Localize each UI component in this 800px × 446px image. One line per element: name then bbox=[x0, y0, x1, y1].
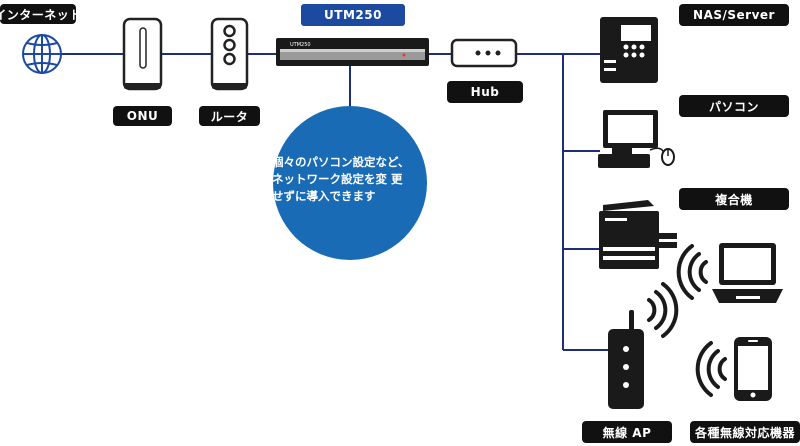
bubble-text-line-3: せずに導入できます bbox=[272, 189, 376, 203]
smartphone-icon bbox=[734, 337, 772, 401]
mfp-label: 複合機 bbox=[679, 188, 789, 210]
onu-device-icon bbox=[122, 17, 163, 91]
bubble-text-line-2: ネットワーク設定を変 更 bbox=[272, 172, 403, 186]
pc-label: パソコン bbox=[679, 95, 789, 117]
info-bubble bbox=[273, 106, 427, 260]
nas-server-label: NAS/Server bbox=[679, 4, 789, 26]
wireless-ap-label: 無線 AP bbox=[582, 421, 672, 443]
globe-icon bbox=[22, 34, 62, 74]
nas-server-icon bbox=[600, 17, 658, 83]
bubble-text-line-1: 個々のパソコン設定など、 bbox=[272, 155, 410, 169]
wireless-devices-label: 各種無線対応機器 bbox=[690, 421, 800, 443]
router-device-icon bbox=[210, 17, 249, 91]
utm-front-text: UTM250 bbox=[290, 42, 311, 48]
desktop-pc-icon bbox=[598, 110, 675, 168]
laptop-wifi-signal-icon bbox=[676, 244, 708, 300]
internet-label: インターネット bbox=[0, 4, 81, 24]
multifunction-printer-icon bbox=[599, 200, 677, 269]
wireless-access-point-icon bbox=[608, 310, 644, 409]
laptop-icon bbox=[712, 243, 783, 303]
ap-wifi-signal-icon bbox=[647, 282, 679, 338]
router-label: ルータ bbox=[199, 106, 260, 126]
utm-appliance-icon: UTM250 bbox=[276, 38, 429, 66]
onu-label: ONU bbox=[113, 106, 172, 126]
hub-device-icon bbox=[450, 38, 518, 68]
smartphone-wifi-signal-icon bbox=[695, 341, 727, 397]
bubble-text: 個々のパソコン設定など、 ネットワーク設定を変 更 せずに導入できます bbox=[272, 154, 430, 205]
hub-label: Hub bbox=[447, 81, 523, 103]
utm-label: UTM250 bbox=[301, 4, 405, 26]
